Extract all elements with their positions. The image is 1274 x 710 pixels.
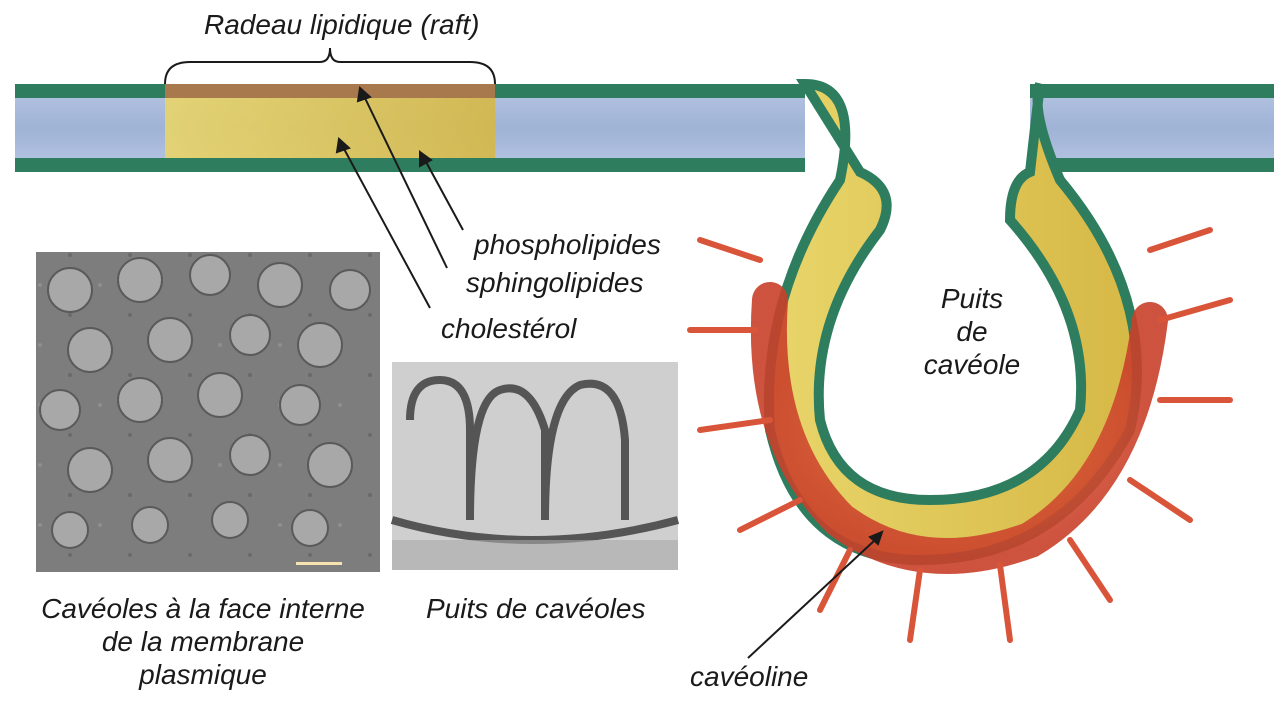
pit-label-line2: de bbox=[902, 315, 1042, 348]
scale-bar bbox=[296, 562, 342, 565]
sem-caption-line3: plasmique bbox=[8, 658, 398, 691]
membrane-bilayer bbox=[15, 84, 1274, 172]
cholesterol-label: cholestérol bbox=[441, 312, 576, 345]
pit-label: Puits de cavéole bbox=[902, 282, 1042, 381]
pit-label-line3: cavéole bbox=[902, 348, 1042, 381]
sem-caption-line1: Cavéoles à la face interne bbox=[8, 592, 398, 625]
pit-label-line1: Puits bbox=[902, 282, 1042, 315]
caveolin-label: cavéoline bbox=[690, 660, 808, 693]
phospholipids-label: phospholipides bbox=[474, 228, 661, 261]
sem-caption-line2: de la membrane bbox=[8, 625, 398, 658]
raft-bracket bbox=[165, 48, 495, 84]
sem-micrograph bbox=[36, 252, 380, 572]
sphingolipids-label: sphingolipides bbox=[466, 266, 643, 299]
tem-micrograph bbox=[392, 362, 678, 570]
tem-caption: Puits de cavéoles bbox=[426, 592, 645, 625]
raft-label: Radeau lipidique (raft) bbox=[204, 8, 480, 41]
sem-caption: Cavéoles à la face interne de la membran… bbox=[8, 592, 398, 691]
